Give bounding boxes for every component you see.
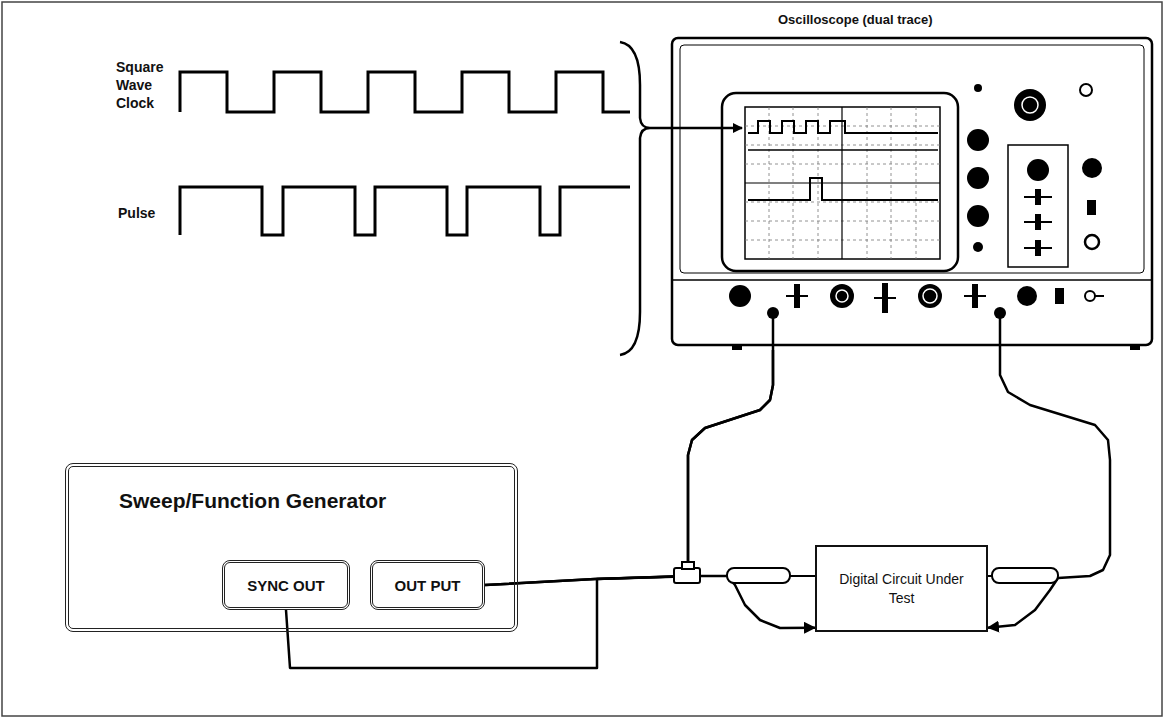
trace-clock	[748, 121, 938, 133]
switch	[794, 284, 800, 308]
knob	[967, 205, 989, 227]
pointer-arrow	[650, 127, 742, 130]
t-connector	[674, 568, 700, 583]
screen-grid	[745, 107, 940, 259]
square-wave	[180, 72, 630, 112]
connector-jack	[1085, 235, 1099, 249]
control-panel	[1008, 145, 1068, 267]
node-text: OUT PUT	[395, 577, 461, 594]
cable-stub	[999, 313, 1002, 350]
t-connector	[682, 562, 694, 569]
switch	[972, 284, 978, 308]
grid-axis	[745, 182, 940, 183]
knob	[729, 285, 751, 307]
screen	[745, 107, 940, 259]
dut-box: Digital Circuit Under Test	[815, 545, 988, 632]
node-text: Oscilloscope (dual trace)	[778, 12, 933, 27]
knob	[830, 284, 854, 308]
knob	[1014, 89, 1046, 121]
cable	[485, 350, 773, 585]
trace-line	[748, 149, 938, 151]
switch	[1035, 214, 1041, 230]
cable-stub	[772, 313, 775, 350]
bracket	[620, 42, 650, 355]
knob	[967, 129, 989, 151]
node-text: Digital Circuit Under Test	[839, 570, 964, 608]
probe	[727, 568, 790, 583]
indicator	[1085, 291, 1095, 301]
signal-name: Pulse	[118, 204, 155, 222]
indicator	[974, 84, 982, 92]
knob	[1082, 158, 1102, 178]
knob-ring	[923, 289, 937, 303]
indicator	[973, 242, 983, 252]
switch	[1055, 288, 1064, 304]
gen-box: Sweep/Function GeneratorSYNC OUT OUT PUT	[65, 463, 518, 632]
signal-name: Square Wave Clock	[116, 58, 174, 112]
probe-tip	[988, 575, 992, 577]
indicator	[1095, 295, 1104, 297]
port-box: SYNC OUT	[222, 560, 350, 610]
scope-foot	[1130, 345, 1140, 350]
knob-ring	[1022, 97, 1038, 113]
indicator	[1080, 84, 1092, 96]
scope-body	[672, 38, 1152, 345]
switch	[1087, 200, 1096, 215]
knob	[967, 167, 989, 189]
scope-strip	[672, 279, 1152, 281]
scope-box: Oscilloscope (dual trace)	[672, 8, 1154, 350]
scope-foot	[732, 345, 742, 350]
cable	[988, 350, 1110, 628]
knob	[918, 284, 942, 308]
pulse-wave	[180, 187, 630, 235]
trace-pulse	[748, 178, 938, 200]
probe	[992, 568, 1058, 583]
probe-tip	[790, 575, 815, 577]
knob-ring	[836, 290, 848, 302]
screen-bezel	[722, 93, 958, 271]
switch	[1035, 189, 1041, 205]
switch	[882, 283, 888, 313]
port-box: OUT PUT	[370, 560, 485, 610]
scope-panel	[680, 45, 1144, 273]
node-text: SYNC OUT	[247, 577, 325, 594]
node-text: Sweep/Function Generator	[119, 489, 386, 513]
switch	[1035, 240, 1041, 256]
knob	[1017, 286, 1037, 306]
knob	[1027, 159, 1049, 181]
